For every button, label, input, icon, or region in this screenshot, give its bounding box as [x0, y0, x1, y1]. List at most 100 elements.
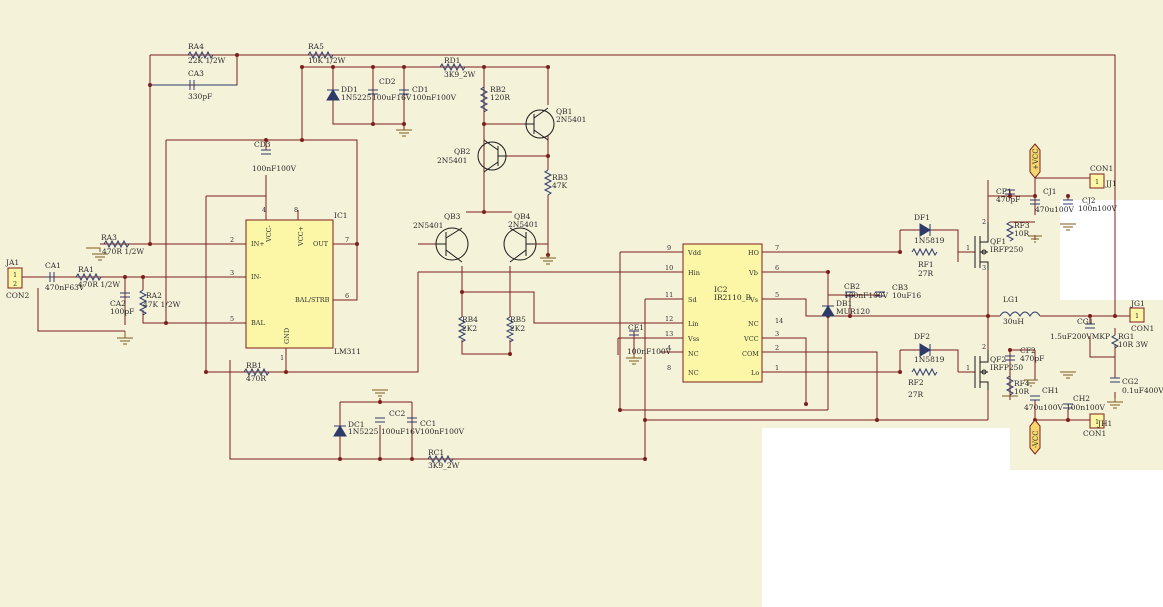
ic2-pin-7: 7 [775, 244, 779, 252]
jh1-pin: 1 [1095, 418, 1099, 426]
connector-jh1[interactable]: 1 CON1 JH1 [1083, 413, 1112, 438]
ic2-label-hin: Hin [688, 269, 700, 277]
dd1-value: 1N5225 [341, 93, 372, 102]
ca3-ref: CA3 [188, 69, 204, 78]
ic1-lm311[interactable]: IC1 LM311 2 3 5 7 6 4 8 1 IN+ IN- BAL OU… [226, 206, 361, 362]
rf1-symbol [911, 247, 938, 257]
cc1-symbol [407, 417, 417, 423]
cd2-symbol [368, 89, 378, 95]
rb1-ref: RB1 [246, 361, 262, 370]
rb1-symbol [243, 367, 270, 377]
ic2-label-com: COM [742, 350, 759, 358]
ic1-pin-1: 1 [280, 354, 284, 362]
cb3-value: 10uF16 [892, 291, 921, 300]
qf2-value: IRFP250 [990, 363, 1023, 372]
ra5-ref: RA5 [308, 42, 324, 51]
ic1-label-gnd: GND [283, 328, 291, 344]
rb4-ref: RB4 [462, 315, 478, 324]
cf2-value: 470pF [1020, 354, 1044, 363]
mosfet-pin-numbers: 2 1 3 2 1 [966, 218, 986, 372]
cj1-value: 470u100V [1035, 205, 1074, 214]
qb1-symbol [524, 107, 555, 141]
rd1-value: 3K9_2W [444, 70, 476, 79]
rf3-symbol [1005, 221, 1015, 242]
rb4-value: 2K2 [462, 324, 477, 333]
qb3-symbol [435, 227, 469, 263]
ic2-pin-14: 14 [775, 317, 783, 325]
connector-jg1[interactable]: 1 JG1 CON1 [1129, 299, 1154, 333]
ic2-body [682, 243, 763, 383]
cc1-ref: CC1 [420, 419, 436, 428]
rf2-ref: RF2 [908, 378, 924, 387]
cb2-symbol [845, 291, 855, 297]
ch1-ref: CH1 [1042, 386, 1059, 395]
ic2-pin-2: 2 [775, 344, 779, 352]
rail-vcc-plus-label: +VCC [1032, 148, 1040, 170]
rf3-ref: RF3 [1014, 221, 1030, 230]
cf1-symbol [1005, 189, 1015, 195]
ch2-value: 100n100V [1066, 403, 1105, 412]
cg2-symbol [1110, 377, 1120, 383]
db1-symbol [821, 305, 835, 317]
rg1-symbol [1110, 334, 1120, 349]
ra1-symbol [75, 272, 102, 282]
cd3-ref: CD3 [254, 140, 271, 149]
cj2-symbol [1063, 199, 1073, 205]
ca2-symbol [120, 292, 130, 298]
qf1-value: IRFP250 [990, 245, 1023, 254]
rail-vcc-minus-label: -VCC [1032, 430, 1040, 448]
qf1-symbol [974, 222, 989, 270]
qb2-ref: QB2 [454, 147, 471, 156]
rail-vcc-minus: -VCC [1029, 419, 1041, 455]
cb3-ref: CB3 [892, 283, 908, 292]
cd1-value: 100nF100V [412, 93, 457, 102]
cb2-value: 100nF100V [844, 291, 889, 300]
cd1-symbol [399, 89, 409, 95]
cc2-value: 100uF16V [381, 427, 421, 436]
qf1-pin-3: 3 [982, 264, 986, 272]
lg1-value: 30uH [1003, 317, 1024, 326]
ic2-pin-11: 11 [665, 291, 673, 299]
ic1-label-inp: IN+ [251, 240, 265, 248]
cg1-symbol [1085, 323, 1095, 329]
qb4-value: 2N5401 [508, 220, 538, 229]
ic1-pin-6: 6 [345, 292, 349, 300]
rf3-value: 10R [1014, 229, 1030, 238]
ic2-ir2110[interactable]: IC2 IR2110_B 9 10 11 12 13 4 8 7 6 5 14 … [665, 243, 783, 383]
df2-symbol [919, 343, 931, 357]
transistors [435, 107, 989, 390]
rf2-value: 27R [908, 390, 924, 399]
cf2-symbol [1005, 355, 1015, 361]
qb4-ref: QB4 [514, 212, 531, 221]
ra3-ref: RA3 [101, 233, 117, 242]
ic2-pin-1: 1 [775, 364, 779, 372]
ic2-label-vss: Vss [687, 335, 699, 343]
jj1-value: CON1 [1090, 164, 1113, 173]
ic2-label-lo: Lo [751, 369, 759, 377]
ic1-label-vccm: VCC- [265, 225, 273, 243]
qb1-value: 2N5401 [556, 115, 586, 124]
ra3-symbol [103, 239, 130, 249]
jj1-pin: 1 [1095, 178, 1099, 186]
ra1-value: 470R 1/2W [78, 280, 120, 289]
ca3-symbol [150, 80, 237, 90]
ic1-label-bal: BAL [251, 319, 265, 327]
ic1-label-balstrb: BAL/STRB [295, 296, 330, 304]
rd1-symbol [439, 62, 466, 72]
ce1-symbol [629, 330, 639, 336]
rg1-ref: RG1 [1118, 332, 1134, 341]
df2-value: 1N5819 [914, 355, 945, 364]
qf1-ref: QF1 [990, 237, 1006, 246]
connector-ja1[interactable]: 1 2 JA1 CON2 [5, 258, 29, 300]
dc1-symbol [333, 425, 347, 437]
ja1-pin-2: 2 [13, 280, 17, 288]
ca3-value: 330pF [188, 92, 212, 101]
ra5-symbol [307, 50, 334, 60]
rail-vcc-plus: +VCC [1029, 143, 1041, 179]
ce1-ref: CE1 [628, 323, 644, 332]
ca2-ref: CA2 [110, 299, 126, 308]
jh1-ref: JH1 [1097, 419, 1112, 428]
ic2-ref: IC2 [714, 285, 728, 294]
connector-jj1[interactable]: 1 CON1 JJ1 [1089, 164, 1117, 189]
